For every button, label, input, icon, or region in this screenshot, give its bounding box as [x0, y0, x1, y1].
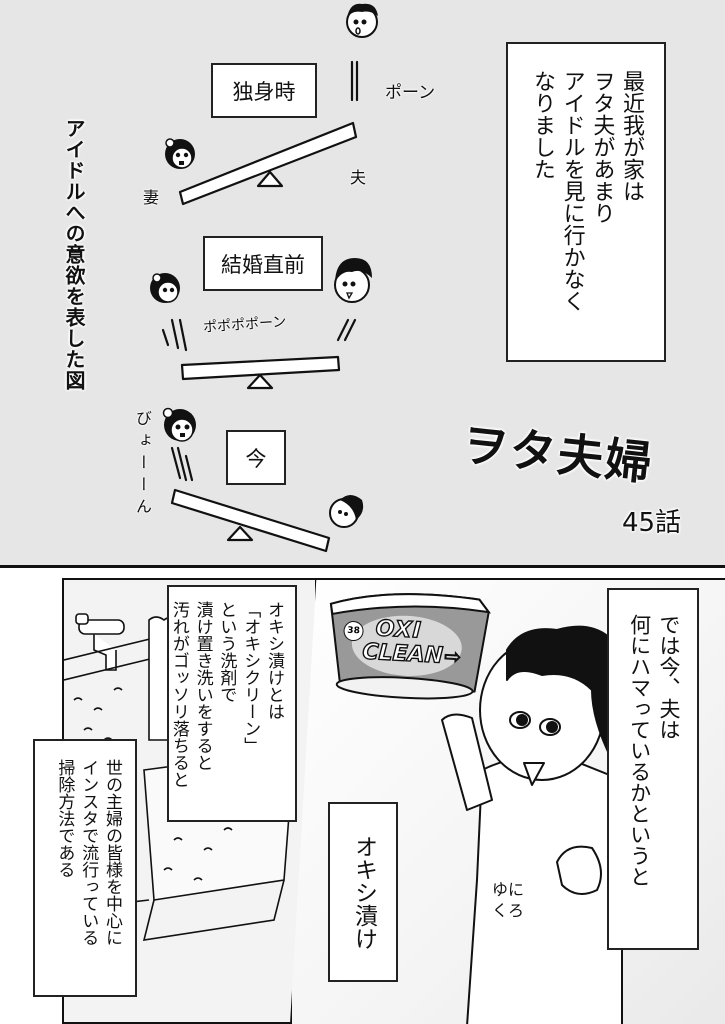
oxi-explanation-caption: オキシ漬けとは 「オキシクリーン」 という洗剤で 漬け置き洗いをすると 汚れがゴ… — [167, 585, 297, 822]
seesaw-plank-1 — [178, 121, 358, 206]
oxiclean-tub: 38 OXI CLEAN ⇨ — [324, 584, 495, 702]
husband-face-1 — [346, 3, 378, 38]
instagram-trend-caption: 世の主婦の皆様を中心に インスタで流行っている 掃除方法である — [33, 739, 137, 997]
diagram-illustration — [150, 3, 378, 553]
stage-label-now: 今 — [226, 430, 286, 485]
explanation-line-1: オキシ漬けとは — [264, 601, 284, 720]
narration-line-3: アイドルを見に行かなく — [559, 70, 585, 312]
wife-face-3 — [162, 407, 196, 442]
wife-face-1 — [165, 138, 195, 169]
hobby-line-2: 何にハマっているかというと — [627, 614, 652, 887]
episode-number: 45話 — [622, 508, 682, 538]
oxiclean-brand-line2: CLEAN — [361, 639, 444, 670]
husband-face-3 — [329, 495, 364, 528]
oxi-soak-caption: オキシ漬け — [328, 802, 398, 982]
tier-divider — [0, 565, 725, 568]
top-panel: 最近我が家は ヲタ夫があまり アイドルを見に行かなく なりました アイドルへの意… — [0, 0, 725, 565]
trend-line-1: 世の主婦の皆様を中心に — [102, 759, 122, 946]
wife-label: 妻 — [143, 188, 160, 207]
trend-line-2: インスタで流行っている — [78, 759, 99, 946]
oxi-soak-label: オキシ漬け — [350, 834, 377, 950]
diagram-caption: アイドルへの意欲を表した図 — [62, 118, 86, 391]
husband-face-2 — [334, 258, 372, 303]
narration-line-4: なりました — [529, 70, 555, 180]
wife-face-2 — [150, 273, 180, 303]
trend-line-3: 掃除方法である — [54, 759, 75, 878]
explanation-line-2: 「オキシクリーン」 — [240, 601, 261, 754]
stage-label-single: 独身時 — [211, 63, 317, 118]
explanation-line-4: 漬け置き洗いをすると — [192, 601, 213, 771]
narration-box: 最近我が家は ヲタ夫があまり アイドルを見に行かなく なりました — [506, 42, 666, 362]
oxiclean-brand-line1: OXI — [374, 616, 423, 645]
oxiclean-arrow-icon: ⇨ — [443, 643, 462, 669]
husband-label: 夫 — [350, 168, 367, 187]
shirt-text: ゆにくろ — [492, 880, 525, 920]
narration-line-2: ヲタ夫があまり — [589, 70, 615, 224]
hobby-line-1: では今、夫は — [657, 614, 681, 740]
narration-line-1: 最近我が家は — [619, 70, 644, 202]
husband-hobby-narration: では今、夫は 何にハマっているかというと — [607, 588, 699, 950]
explanation-line-3: という洗剤で — [216, 601, 237, 703]
sfx-pon: ポーン — [385, 83, 436, 103]
husband-holding-oxiclean-illustration — [441, 625, 627, 1024]
explanation-line-5: 汚れがゴッソリ落ちると — [168, 601, 189, 788]
stage-label-before-marriage: 結婚直前 — [203, 236, 323, 291]
sfx-byoon: びょーーん — [133, 410, 152, 520]
